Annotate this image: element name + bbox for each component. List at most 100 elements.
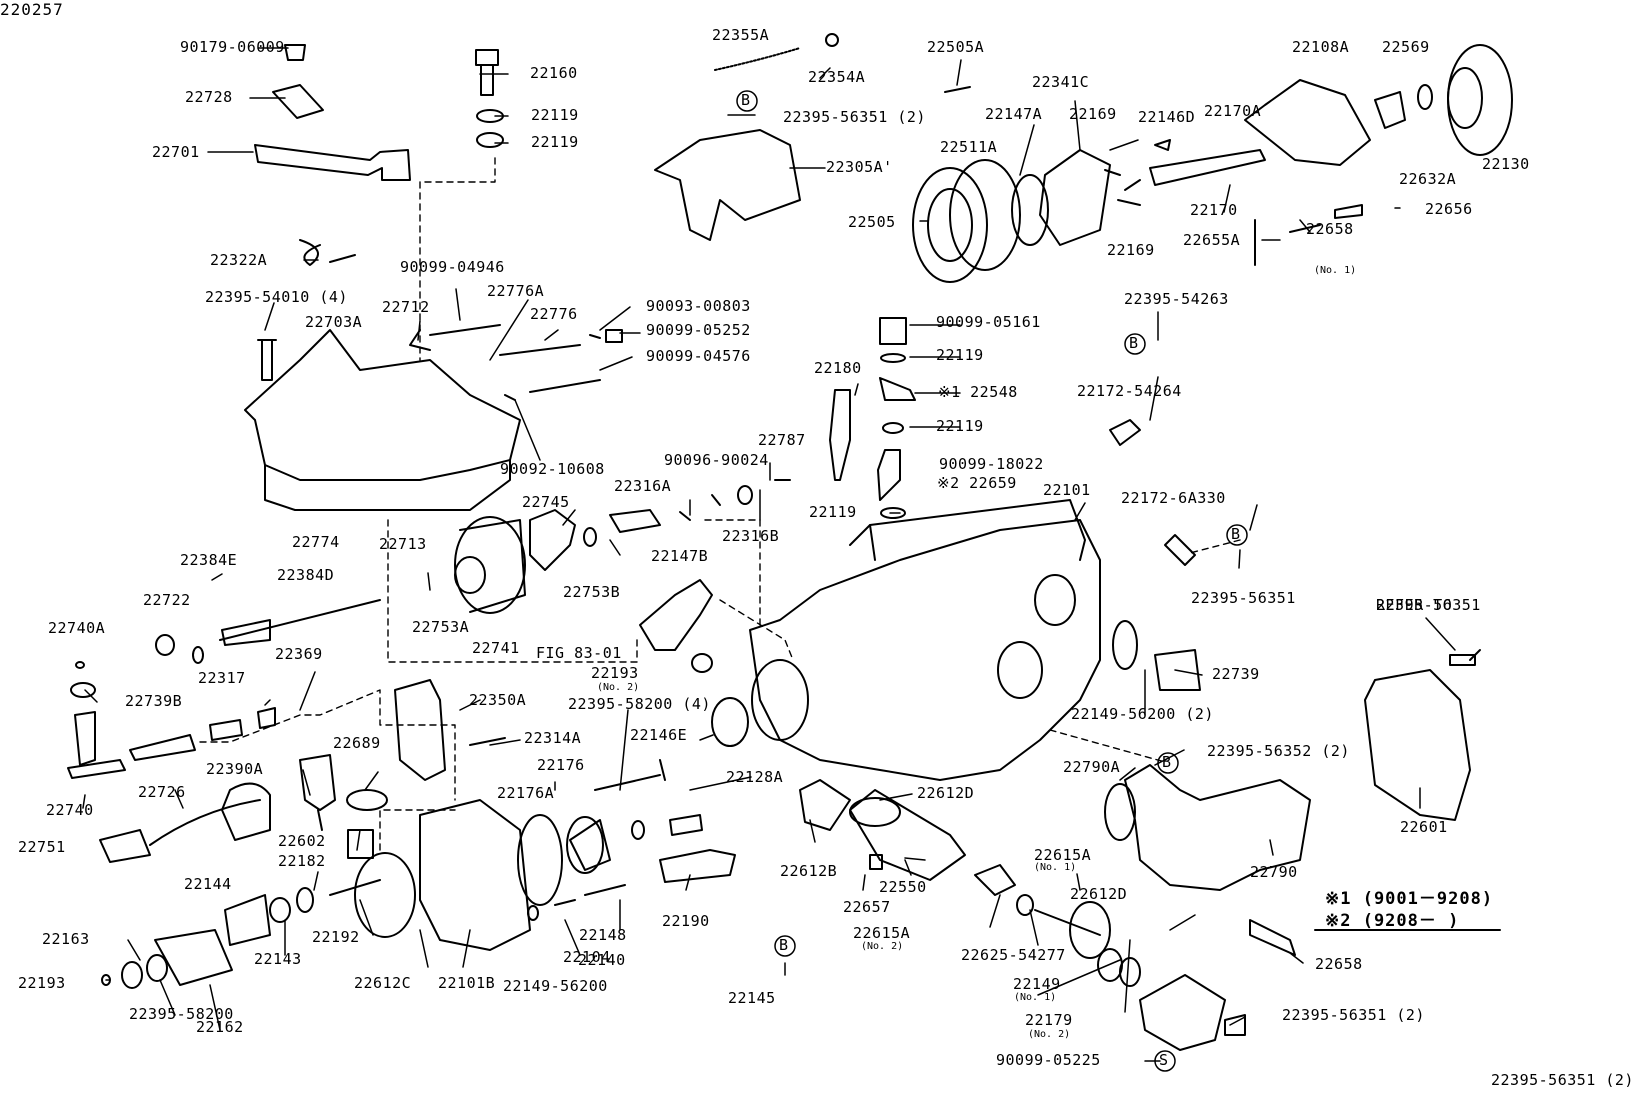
- part-label: 22689: [333, 734, 381, 752]
- part-label: 90093-00803: [646, 297, 751, 315]
- part-label: 22701: [152, 143, 200, 161]
- part-label: 22143: [254, 950, 302, 968]
- part-label: 22322A: [210, 251, 268, 269]
- part-label: 22176A: [497, 784, 555, 802]
- note-label: (No. 2): [1028, 1029, 1071, 1040]
- part-label: 22615A: [853, 924, 911, 942]
- callout-b-4: B: [1162, 753, 1172, 771]
- note-label: (No. 2): [597, 682, 640, 693]
- part-label: 22101: [1043, 481, 1091, 499]
- part-label: 22147B: [651, 547, 709, 565]
- part-label: 22703A: [305, 313, 363, 331]
- part-label: 22790A: [1063, 758, 1121, 776]
- part-label: 22130: [1482, 155, 1530, 173]
- part-label: 22740: [46, 801, 94, 819]
- part-label: 22384E: [180, 551, 238, 569]
- part-label: 22341C: [1032, 73, 1090, 91]
- part-label: 22505A: [927, 38, 985, 56]
- part-label: REFER TO: [1376, 596, 1453, 614]
- part-label: 22190: [662, 912, 710, 930]
- part-label: 22119: [531, 133, 579, 151]
- part-label: 22170: [1190, 201, 1238, 219]
- part-label: 22658: [1306, 220, 1354, 238]
- part-label: 22713: [379, 535, 427, 553]
- part-label: 22395-54263: [1124, 290, 1229, 308]
- part-label: 22119: [531, 106, 579, 124]
- part-label: 22395-54010 (4): [205, 288, 348, 306]
- part-label: 22128A: [726, 768, 784, 786]
- part-label: 90099-05252: [646, 321, 751, 339]
- part-label: 22182: [278, 852, 326, 870]
- callout-b-3: B: [1231, 525, 1241, 543]
- part-label: 22162: [196, 1018, 244, 1036]
- diagram-code: 220257: [0, 0, 64, 19]
- part-label: 22612D: [917, 784, 975, 802]
- part-label: 22355A: [712, 26, 770, 44]
- part-label: 22148: [579, 926, 627, 944]
- part-label: 22193: [591, 664, 639, 682]
- part-label: 90099-18022: [939, 455, 1044, 473]
- part-label: 22390A: [206, 760, 264, 778]
- part-label: 22712: [382, 298, 430, 316]
- part-label: 22119: [936, 417, 984, 435]
- leader-lines: [82, 47, 1456, 1062]
- part-label: 22739: [1212, 665, 1260, 683]
- part-label: 22511A: [940, 138, 998, 156]
- dashed-lines: [199, 157, 1241, 851]
- part-label: FIG 83-01: [536, 644, 622, 662]
- part-label: 22172-54264: [1077, 382, 1182, 400]
- part-label: 22753B: [563, 583, 621, 601]
- note-label: (No. 1): [1034, 862, 1077, 873]
- part-label: ※2 22659: [937, 474, 1017, 492]
- part-label: 22119: [936, 346, 984, 364]
- part-label: 22354A: [808, 68, 866, 86]
- part-label: 22505: [848, 213, 896, 231]
- part-label: 22612D: [1070, 885, 1128, 903]
- part-label: 22395-56351: [1376, 596, 1481, 614]
- part-label: 22625-54277: [961, 946, 1066, 964]
- part-label: 22149-56200: [503, 977, 608, 995]
- part-label: 22602: [278, 832, 326, 850]
- part-label: 22395-56351: [1191, 589, 1296, 607]
- part-label: 22395-56352 (2): [1207, 742, 1350, 760]
- part-label: 22601: [1400, 818, 1448, 836]
- part-label: 22753A: [412, 618, 470, 636]
- callout-b-5: B: [779, 936, 789, 954]
- part-label: 22615A: [1034, 846, 1092, 864]
- part-label: 22149-56200 (2): [1071, 705, 1214, 723]
- part-label: 22170A: [1204, 102, 1262, 120]
- part-label: 90096-90024: [664, 451, 769, 469]
- callout-b-1: B: [741, 91, 751, 109]
- part-label: 22384D: [277, 566, 335, 584]
- part-label: 22658: [1315, 955, 1363, 973]
- part-label: 22395-58200 (4): [568, 695, 711, 713]
- part-label: 22163: [42, 930, 90, 948]
- note-label: (No. 1): [1014, 992, 1057, 1003]
- part-label: 22745: [522, 493, 570, 511]
- part-label: 22149: [1013, 975, 1061, 993]
- part-label: 22193: [18, 974, 66, 992]
- note-label: (No. 1): [1314, 265, 1357, 276]
- part-label: 22395-58200: [129, 1005, 234, 1023]
- part-label: 22395-56351 (2): [1491, 1071, 1634, 1089]
- part-label: 22369: [275, 645, 323, 663]
- part-label: 22316B: [722, 527, 780, 545]
- part-label: 22317: [198, 669, 246, 687]
- part-label: 22144: [184, 875, 232, 893]
- part-label: 22169: [1069, 105, 1117, 123]
- part-label: 22192: [312, 928, 360, 946]
- part-label: 22776: [530, 305, 578, 323]
- part-label: 22726: [138, 783, 186, 801]
- part-outlines: [67, 33, 1513, 1051]
- part-label: 22774: [292, 533, 340, 551]
- part-label: 22395-56351 (2): [1282, 1006, 1425, 1024]
- part-label: 22180: [814, 359, 862, 377]
- part-label: 22176: [537, 756, 585, 774]
- part-label: 22314A: [524, 729, 582, 747]
- callout-s-1: S: [1159, 1051, 1169, 1069]
- part-label: ※1 22548: [938, 383, 1018, 401]
- part-label: 22739B: [125, 692, 183, 710]
- part-label: 22728: [185, 88, 233, 106]
- part-label: 22612C: [354, 974, 412, 992]
- part-label: 22722: [143, 591, 191, 609]
